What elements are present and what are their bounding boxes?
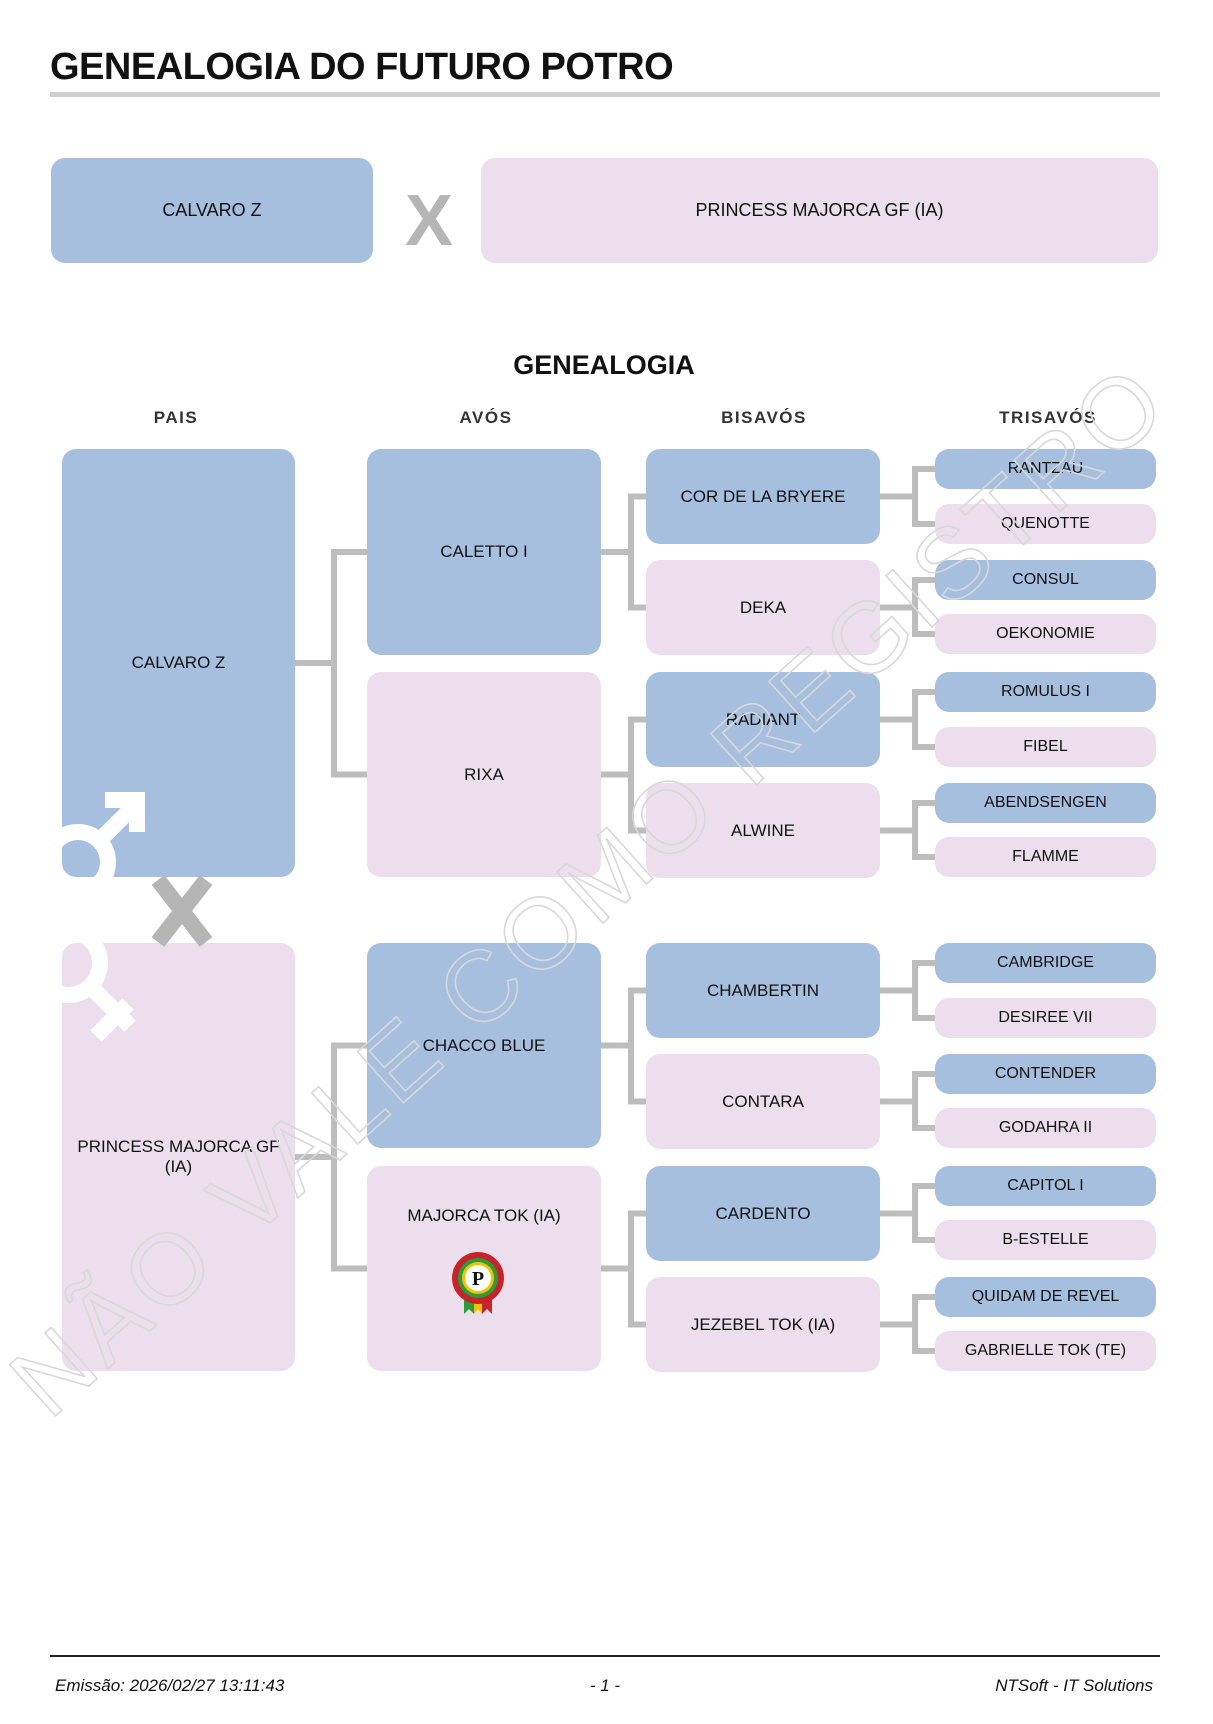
emission-timestamp: Emissão: 2026/02/27 13:11:43 bbox=[55, 1676, 285, 1695]
connector-line bbox=[912, 577, 935, 637]
trisavos-box: B-ESTELLE bbox=[935, 1220, 1156, 1260]
connector-line bbox=[331, 1042, 367, 1272]
dam-box: PRINCESS MAJORCA GF (IA) bbox=[481, 158, 1158, 263]
trisavos-box: GODAHRA II bbox=[935, 1108, 1156, 1148]
avos-box: CHACCO BLUE bbox=[367, 943, 601, 1148]
trisavos-box: ABENDSENGEN bbox=[935, 783, 1156, 823]
connector-line bbox=[912, 1071, 935, 1131]
bisavos-box: JEZEBEL TOK (IA) bbox=[646, 1277, 880, 1372]
column-header-pais: PAIS bbox=[153, 408, 199, 427]
column-header-bisavos: BISAVÓS bbox=[721, 408, 807, 427]
trisavos-box: QUIDAM DE REVEL bbox=[935, 1277, 1156, 1317]
connector-line bbox=[912, 689, 935, 750]
avos-box: CALETTO I bbox=[367, 449, 601, 655]
trisavos-box: CONSUL bbox=[935, 560, 1156, 600]
column-header-avos: AVÓS bbox=[459, 408, 513, 427]
footer-divider bbox=[50, 1655, 1160, 1657]
pais-box-dam: PRINCESS MAJORCA GF (IA) bbox=[62, 943, 295, 1371]
connector-line bbox=[912, 1294, 935, 1354]
company-name: NTSoft - IT Solutions bbox=[995, 1676, 1153, 1695]
connector-line bbox=[331, 549, 367, 778]
trisavos-box: FLAMME bbox=[935, 837, 1156, 877]
trisavos-box: CAMBRIDGE bbox=[935, 943, 1156, 983]
trisavos-box: DESIREE VII bbox=[935, 998, 1156, 1038]
trisavos-box: FIBEL bbox=[935, 727, 1156, 767]
bisavos-box: CONTARA bbox=[646, 1054, 880, 1149]
bisavos-box: RADIANT bbox=[646, 672, 880, 767]
connector-line bbox=[912, 800, 935, 860]
bisavos-box: CARDENTO bbox=[646, 1166, 880, 1261]
trisavos-box: ROMULUS I bbox=[935, 672, 1156, 712]
connector-line bbox=[912, 960, 935, 1021]
page-number: - 1 - bbox=[589, 1676, 621, 1695]
trisavos-box: CONTENDER bbox=[935, 1054, 1156, 1094]
connector-line bbox=[912, 466, 935, 527]
connector-line bbox=[912, 1183, 935, 1243]
cross-separator: X bbox=[405, 181, 454, 261]
title-divider bbox=[50, 92, 1160, 97]
connector-line bbox=[628, 1210, 646, 1328]
trisavos-box: OEKONOMIE bbox=[935, 614, 1156, 654]
sire-box: CALVARO Z bbox=[51, 158, 373, 263]
connector-line bbox=[628, 716, 646, 834]
page-title: GENEALOGIA DO FUTURO POTRO bbox=[50, 46, 674, 88]
avos-box: MAJORCA TOK (IA) bbox=[367, 1166, 601, 1371]
pedigree-heading: GENEALOGIA bbox=[513, 350, 695, 380]
bisavos-box: ALWINE bbox=[646, 783, 880, 878]
column-header-trisavos: TRISAVÓS bbox=[999, 408, 1097, 427]
pais-box-sire: CALVARO Z bbox=[62, 449, 295, 877]
trisavos-box: GABRIELLE TOK (TE) bbox=[935, 1331, 1156, 1371]
bisavos-box: CHAMBERTIN bbox=[646, 943, 880, 1038]
trisavos-box: QUENOTTE bbox=[935, 504, 1156, 544]
trisavos-box: CAPITOL I bbox=[935, 1166, 1156, 1206]
trisavos-box: RANTZAU bbox=[935, 449, 1156, 489]
bisavos-box: COR DE LA BRYERE bbox=[646, 449, 880, 544]
bisavos-box: DEKA bbox=[646, 560, 880, 655]
connector-line bbox=[628, 987, 646, 1105]
avos-box: RIXA bbox=[367, 672, 601, 877]
connector-line bbox=[628, 493, 646, 611]
